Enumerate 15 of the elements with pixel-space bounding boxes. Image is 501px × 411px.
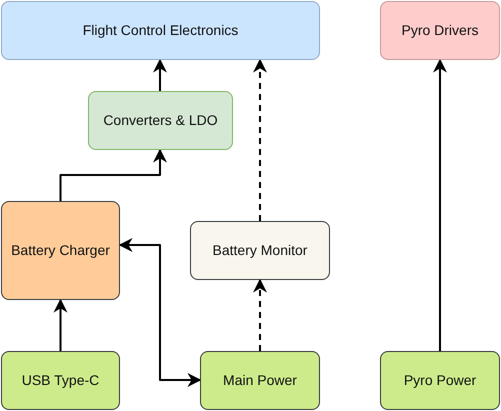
arrow — [253, 58, 267, 221]
arrow — [118, 238, 202, 387]
arrow — [153, 58, 167, 91]
process-box: USB Type-C — [1, 351, 120, 410]
arrow — [60, 148, 167, 201]
process-box: Battery Charger — [1, 201, 120, 300]
system-box: Flight Control Electronics — [1, 1, 320, 60]
arrow — [253, 278, 267, 351]
process-box: Converters & LDO — [88, 91, 233, 150]
process-box: Pyro Power — [380, 351, 500, 410]
process-box: Main Power — [200, 351, 320, 410]
arrow — [54, 298, 68, 351]
arrow — [433, 58, 447, 351]
system-box: Pyro Drivers — [380, 1, 500, 60]
process-box: Battery Monitor — [190, 221, 330, 280]
